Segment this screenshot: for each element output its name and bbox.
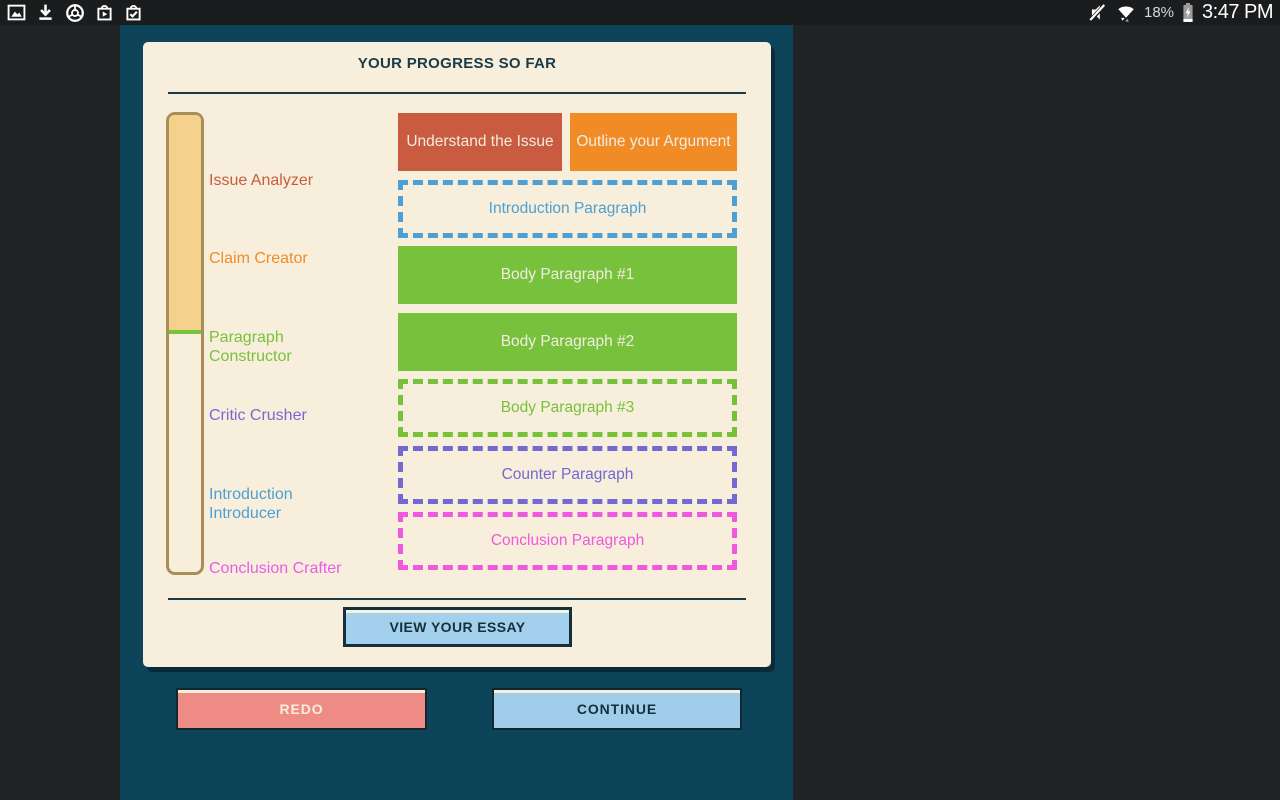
progress-meter [166,112,204,575]
stage-label-introduction-introducer: Introduction Introducer [209,486,293,522]
status-bar: 18% 3:47 PM [0,0,1280,25]
progress-card: YOUR PROGRESS SO FAR Issue Analyzer Clai… [143,42,771,667]
wifi-data-icon [1115,2,1137,23]
essay-block-understand-issue: Understand the Issue [398,113,562,171]
essay-block-body-paragraph-3: Body Paragraph #3 [398,379,737,437]
essay-block-body-paragraph-1: Body Paragraph #1 [398,246,737,304]
footer-divider [168,598,746,600]
essay-block-body-paragraph-2: Body Paragraph #2 [398,313,737,371]
essay-block-label: Understand the Issue [406,133,554,150]
essay-block-conclusion-paragraph: Conclusion Paragraph [398,512,737,570]
mute-icon [1087,2,1108,23]
stage-label-claim-creator: Claim Creator [209,250,308,267]
stage-label-paragraph-constructor: Paragraph Constructor [209,329,292,365]
redo-button[interactable]: REDO [176,688,427,730]
battery-percent: 18% [1143,4,1175,21]
play-store-icon [95,3,114,22]
clock: 3:47 PM [1202,1,1273,23]
battery-charging-icon [1181,2,1195,23]
essay-block-label: Body Paragraph #2 [500,333,635,350]
essay-block-introduction-paragraph: Introduction Paragraph [398,180,737,238]
essay-block-label: Outline your Argument [576,133,731,150]
stage-label-issue-analyzer: Issue Analyzer [209,172,314,189]
bag-check-icon [124,3,143,22]
download-icon [36,3,55,22]
title-divider [168,92,746,94]
notification-icons [7,3,143,23]
essay-block-label: Body Paragraph #3 [500,399,635,416]
essay-block-label: Introduction Paragraph [488,200,647,217]
continue-button[interactable]: CONTINUE [492,688,742,730]
gallery-icon [7,3,26,22]
view-essay-button[interactable]: VIEW YOUR ESSAY [343,607,572,647]
stage-label-conclusion-crafter: Conclusion Crafter [209,560,342,577]
essay-block-label: Body Paragraph #1 [500,266,635,283]
app-panel: YOUR PROGRESS SO FAR Issue Analyzer Clai… [120,25,793,800]
stage-label-critic-crusher: Critic Crusher [209,407,307,424]
essay-block-counter-paragraph: Counter Paragraph [398,446,737,504]
page-title: YOUR PROGRESS SO FAR [357,55,557,72]
essay-block-outline-argument: Outline your Argument [570,113,737,171]
system-indicators: 18% 3:47 PM [1087,1,1273,24]
chrome-icon [65,3,85,23]
essay-block-label: Counter Paragraph [501,466,634,483]
essay-block-label: Conclusion Paragraph [490,532,645,549]
progress-meter-fill [169,115,201,335]
